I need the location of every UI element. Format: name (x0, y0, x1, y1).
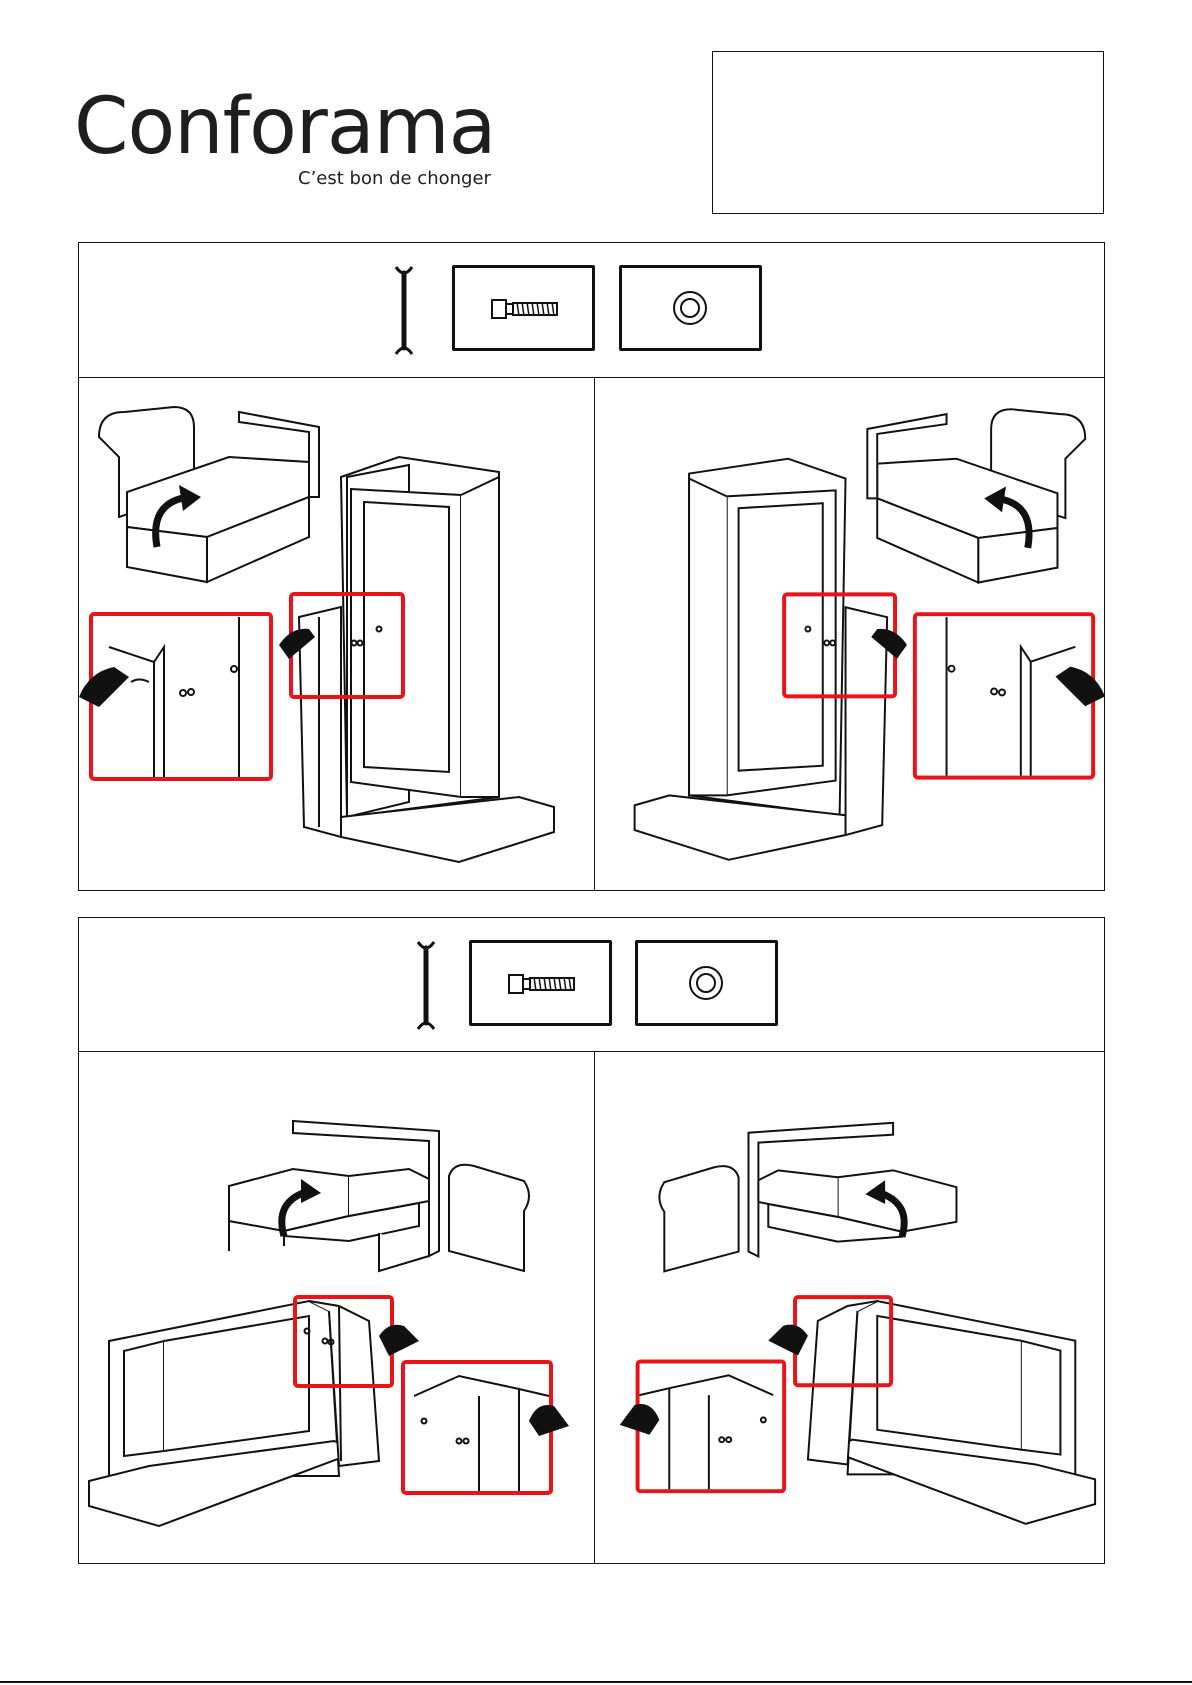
step-2-left-illustration (79, 1051, 594, 1563)
bolt-part-box (452, 265, 595, 351)
bolt-part-box (469, 940, 612, 1026)
washer-part-box (635, 940, 778, 1026)
bolt-icon (508, 973, 578, 995)
reference-box (712, 51, 1104, 214)
page-bottom-rule (0, 1681, 1192, 1683)
step-2-panel (78, 917, 1105, 1564)
step-1-panel (78, 242, 1105, 891)
washer-part-box (619, 265, 762, 351)
wrench-icon (389, 263, 419, 358)
brand-logo: Conforama (74, 88, 495, 166)
step-1-right-illustration (595, 377, 1105, 890)
wrench-icon (411, 938, 441, 1033)
step-2-right-illustration (595, 1051, 1105, 1563)
bolt-icon (491, 298, 561, 320)
washer-icon (686, 963, 726, 1003)
washer-icon (670, 288, 710, 328)
brand-tagline: C’est bon de chonger (298, 168, 491, 189)
step-1-left-illustration (79, 377, 594, 890)
